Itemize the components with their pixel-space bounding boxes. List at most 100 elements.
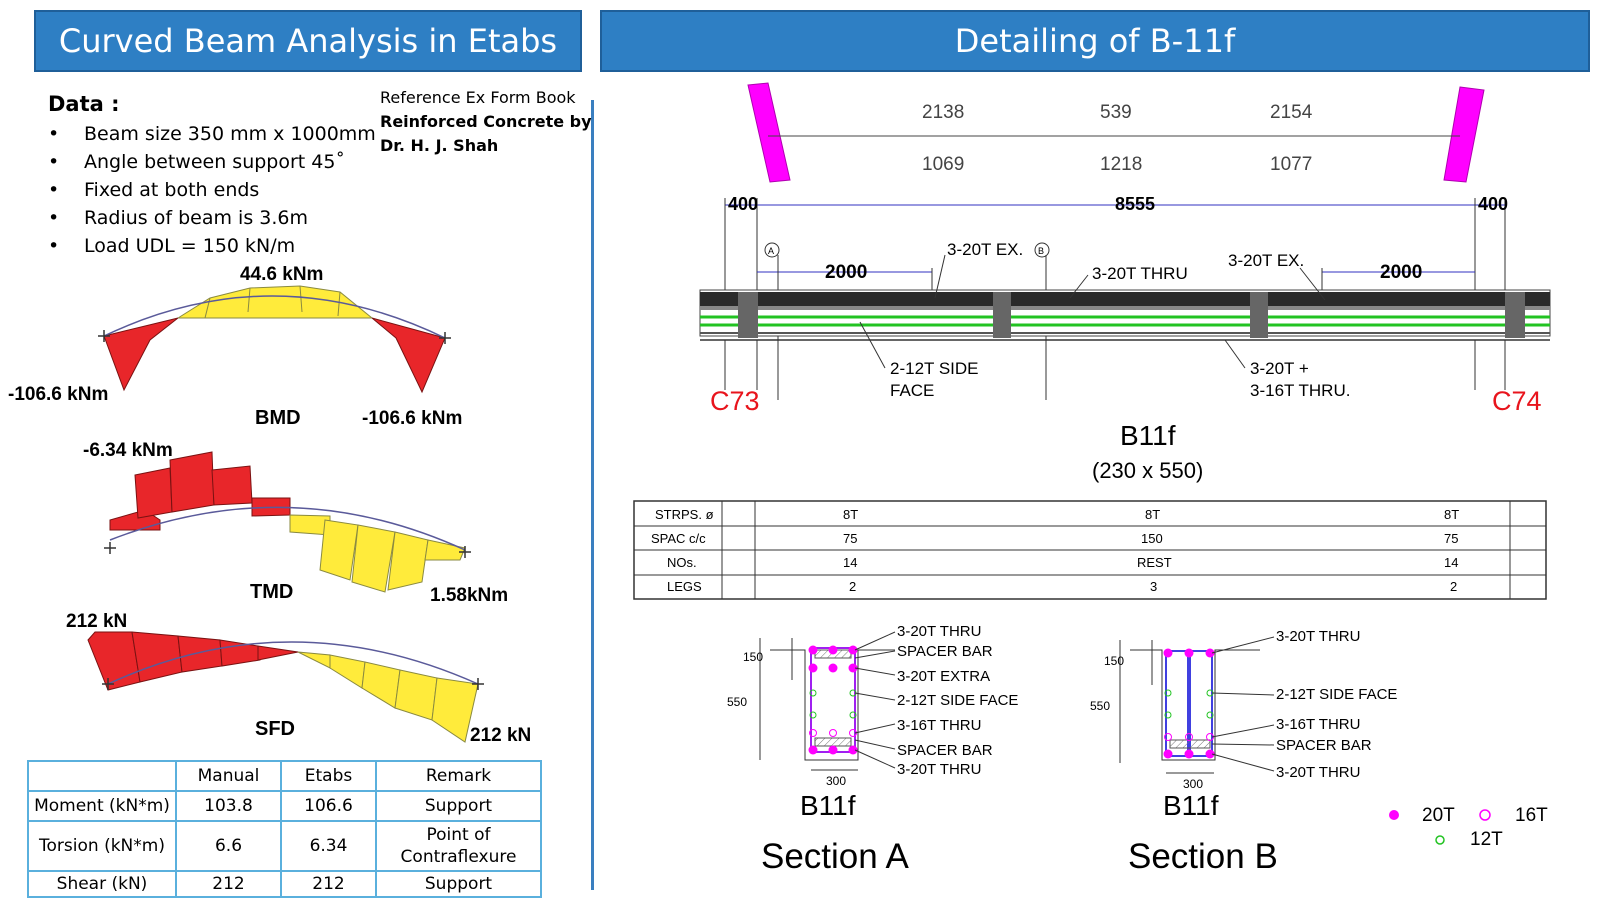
section-b-title: Section B bbox=[1128, 837, 1278, 876]
results-table: Manual Etabs Remark Moment (kN*m) 103.8 … bbox=[27, 760, 542, 898]
stirrup-cell: NOs. bbox=[667, 555, 697, 570]
left-ext-dim: 2000 bbox=[825, 262, 867, 283]
right-support-marker bbox=[1443, 86, 1485, 183]
bmd-left-label: -106.6 kNm bbox=[8, 384, 108, 405]
section-a-dim-flange: 150 bbox=[743, 650, 763, 664]
table-header-cell: Etabs bbox=[280, 760, 377, 792]
data-item: Radius of beam is 3.6m bbox=[48, 204, 376, 232]
section-b: 150 550 300 3-20T THRU 2-12T SIDE FACE 3… bbox=[1090, 628, 1397, 876]
tmd-title: TMD bbox=[250, 581, 293, 603]
label-top-ex-right: 3-20T EX. bbox=[1228, 251, 1304, 270]
table-cell: Support bbox=[375, 790, 542, 822]
legend-item: 16T bbox=[1515, 805, 1548, 826]
section-b-dim-depth: 550 bbox=[1090, 699, 1110, 713]
label-bot-2: 3-16T THRU. bbox=[1250, 381, 1350, 400]
table-row: Moment (kN*m) 103.8 106.6 Support bbox=[27, 790, 542, 822]
label-side-face-2: FACE bbox=[890, 381, 934, 400]
reference-line3: Dr. H. J. Shah bbox=[380, 136, 499, 155]
table-cell: 6.6 bbox=[175, 820, 282, 872]
data-item: Load UDL = 150 kN/m bbox=[48, 232, 376, 260]
beam-name: B11f bbox=[1120, 420, 1176, 451]
sfd-right-label: 212 kN bbox=[470, 725, 531, 746]
vertical-divider bbox=[591, 100, 594, 890]
beam-size: (230 x 550) bbox=[1092, 458, 1203, 483]
stirrup-cell: 14 bbox=[1444, 555, 1458, 570]
left-support-marker bbox=[747, 82, 791, 183]
sfd-left-label: 212 kN bbox=[66, 611, 127, 632]
section-b-label: 3-16T THRU bbox=[1276, 716, 1360, 733]
section-a-dim-depth: 550 bbox=[727, 695, 747, 709]
tmd-right-label: 1.58kNm bbox=[430, 585, 508, 606]
bmd-diagram: 44.6 kNm -106.6 kNm BMD -106.6 kNm bbox=[8, 264, 462, 429]
section-a-label: 2-12T SIDE FACE bbox=[897, 692, 1018, 709]
stirrup-cell: 8T bbox=[1444, 507, 1459, 522]
reference-line2: Reinforced Concrete by bbox=[380, 112, 592, 131]
stirrup-cell: LEGS bbox=[667, 579, 702, 594]
table-header-cell: Manual bbox=[175, 760, 282, 792]
section-a-dim-width: 300 bbox=[826, 774, 846, 788]
reference-line1: Reference Ex Form Book bbox=[380, 88, 576, 107]
section-a-title: Section A bbox=[761, 837, 910, 876]
section-a-label: 3-20T THRU bbox=[897, 623, 981, 640]
col-right-label: C74 bbox=[1492, 386, 1542, 416]
stirrup-cell: SPAC c/c bbox=[651, 531, 706, 546]
bottom-dim: 1069 bbox=[922, 154, 964, 175]
reference-block: Reference Ex Form Book Reinforced Concre… bbox=[380, 86, 592, 158]
section-b-label: 2-12T SIDE FACE bbox=[1276, 686, 1397, 703]
section-a-label: 3-20T EXTRA bbox=[897, 668, 990, 685]
bmd-title: BMD bbox=[255, 407, 301, 429]
table-cell: Point of Contraflexure bbox=[375, 820, 542, 872]
stirrup-cell: 8T bbox=[1145, 507, 1160, 522]
stirrup-cell: 150 bbox=[1141, 531, 1163, 546]
section-a-label: SPACER BAR bbox=[897, 742, 993, 759]
table-header-cell: Remark bbox=[375, 760, 542, 792]
section-b-label: 3-20T THRU bbox=[1276, 764, 1360, 781]
stirrup-cell: STRPS. ø bbox=[655, 507, 714, 522]
bar-legend: 20T 16T 12T bbox=[1389, 805, 1548, 850]
table-cell: 103.8 bbox=[175, 790, 282, 822]
label-bot-1: 3-20T + bbox=[1250, 359, 1309, 378]
analysis-diagrams: 44.6 kNm -106.6 kNm BMD -106.6 kNm -6.34… bbox=[8, 264, 531, 746]
data-list: Beam size 350 mm x 1000mm Angle between … bbox=[48, 120, 376, 260]
span-dim: 8555 bbox=[1115, 194, 1155, 214]
stirrup-table: STRPS. ø 8T 8T 8T SPAC c/c 75 150 75 NOs… bbox=[633, 500, 1547, 600]
table-header-cell bbox=[27, 760, 177, 792]
right-col-dim: 400 bbox=[1478, 194, 1508, 214]
section-a-label: 3-20T THRU bbox=[897, 761, 981, 778]
section-a: 150 550 300 3-20T THRU SPACER BAR 3-20T … bbox=[727, 623, 1018, 876]
stirrup-cell: REST bbox=[1137, 555, 1172, 570]
bottom-dim: 1218 bbox=[1100, 154, 1142, 175]
top-dim: 2154 bbox=[1270, 102, 1313, 123]
legend-12t-marker bbox=[1435, 835, 1445, 845]
table-header-row: Manual Etabs Remark bbox=[27, 760, 542, 792]
section-b-dim-flange: 150 bbox=[1104, 654, 1124, 668]
top-dim: 539 bbox=[1100, 102, 1132, 123]
legend-item: 20T bbox=[1422, 805, 1455, 826]
table-cell: Shear (kN) bbox=[27, 870, 177, 898]
tmd-diagram: -6.34 kNm TMD 1.58kNm bbox=[83, 440, 508, 606]
table-cell: Support bbox=[375, 870, 542, 898]
section-a-label: SPACER BAR bbox=[897, 643, 993, 660]
section-b-label: 3-20T THRU bbox=[1276, 628, 1360, 645]
beam-detail-drawing: 2138 539 2154 1069 1218 1077 400 8555 40… bbox=[699, 82, 1551, 483]
bmd-top-label: 44.6 kNm bbox=[240, 264, 323, 285]
bottom-dim: 1077 bbox=[1270, 154, 1312, 175]
table-row: Torsion (kN*m) 6.6 6.34 Point of Contraf… bbox=[27, 820, 542, 872]
section-b-label: SPACER BAR bbox=[1276, 737, 1372, 754]
label-side-face-1: 2-12T SIDE bbox=[890, 359, 979, 378]
table-cell: 6.34 bbox=[280, 820, 377, 872]
top-dim: 2138 bbox=[922, 102, 964, 123]
table-row: Shear (kN) 212 212 Support bbox=[27, 870, 542, 898]
legend-16t-marker bbox=[1479, 809, 1491, 821]
section-a-label: 3-16T THRU bbox=[897, 717, 981, 734]
table-cell: Moment (kN*m) bbox=[27, 790, 177, 822]
left-header-title: Curved Beam Analysis in Etabs bbox=[58, 22, 558, 60]
stirrup-cell: 75 bbox=[1444, 531, 1458, 546]
stirrup-cell: 14 bbox=[843, 555, 857, 570]
table-cell: Torsion (kN*m) bbox=[27, 820, 177, 872]
data-item: Fixed at both ends bbox=[48, 176, 376, 204]
col-left-label: C73 bbox=[710, 386, 760, 416]
stirrup-cell: 2 bbox=[1450, 579, 1457, 594]
tmd-left-label: -6.34 kNm bbox=[83, 440, 173, 461]
section-marker-a: A bbox=[768, 246, 774, 256]
